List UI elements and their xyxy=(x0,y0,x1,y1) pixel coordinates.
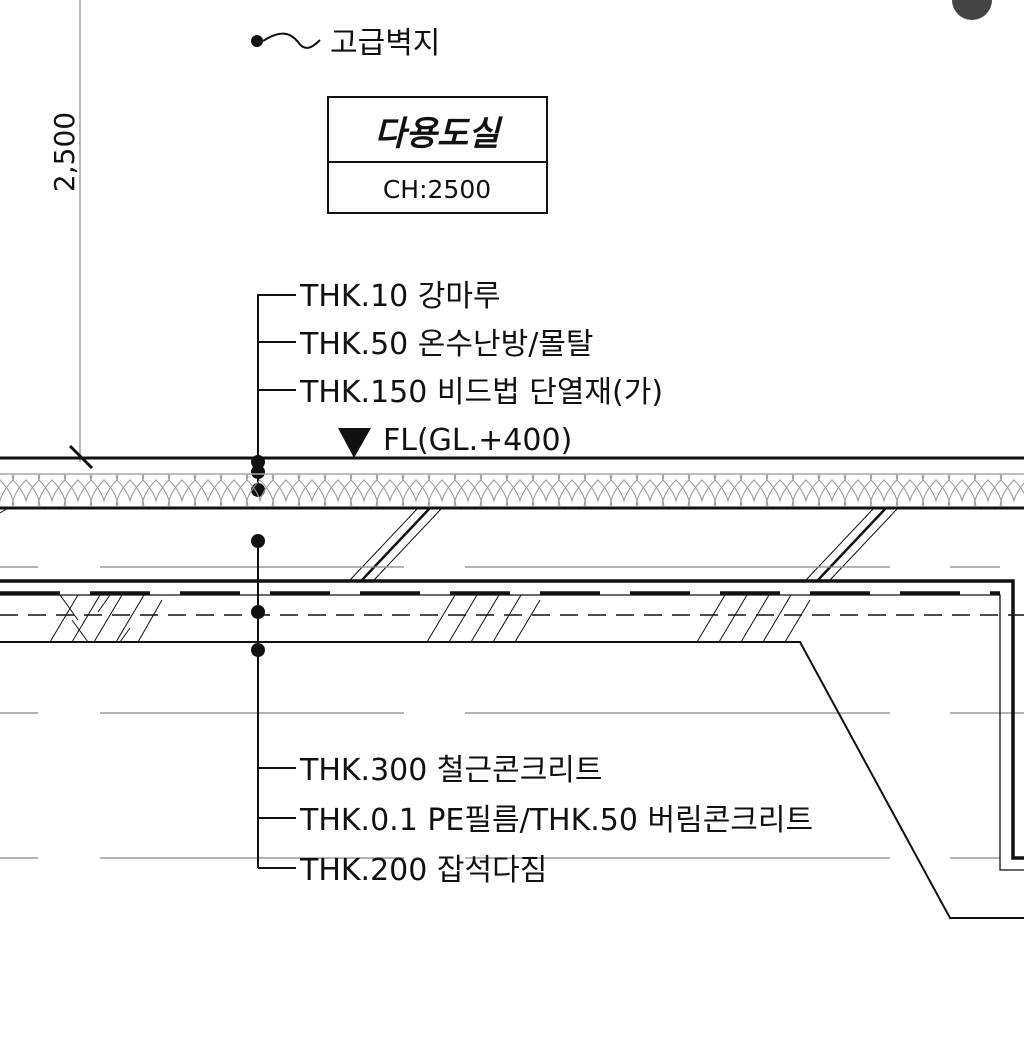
wall-finish-callout: 고급벽지 xyxy=(251,26,440,61)
dimension-line: 2,500 xyxy=(48,0,94,470)
dimension-text: 2,500 xyxy=(48,112,81,192)
upper-layer-leader: THK.10 강마루 THK.50 온수난방/몰탈 THK.150 비드법 단열… xyxy=(251,279,663,497)
layer-label: THK.10 강마루 xyxy=(299,279,501,314)
lower-layer-leader: THK.300 철근콘크리트 THK.0.1 PE필름/THK.50 버림콘크리… xyxy=(251,534,813,888)
concrete-slab xyxy=(0,579,1024,919)
layer-label: THK.300 철근콘크리트 xyxy=(299,753,603,788)
room-name: 다용도실 xyxy=(374,114,503,154)
corner-indicator xyxy=(952,0,992,20)
room-tag: 다용도실 CH:2500 xyxy=(327,96,548,214)
level-triangle-icon xyxy=(338,428,371,458)
layer-label: THK.0.1 PE필름/THK.50 버림콘크리트 xyxy=(299,803,813,838)
layer-label: THK.50 온수난방/몰탈 xyxy=(299,327,594,362)
floor-level-marker: FL(GL.+400) xyxy=(338,423,572,458)
floor-level-label: FL(GL.+400) xyxy=(383,423,572,458)
wall-finish-label: 고급벽지 xyxy=(330,26,440,61)
reference-lines xyxy=(0,566,1024,859)
floor-layers xyxy=(0,456,1024,581)
layer-label: THK.200 잡석다짐 xyxy=(299,853,547,888)
layer-label: THK.150 비드법 단열재(가) xyxy=(299,375,663,410)
ceiling-height: CH:2500 xyxy=(383,175,491,204)
